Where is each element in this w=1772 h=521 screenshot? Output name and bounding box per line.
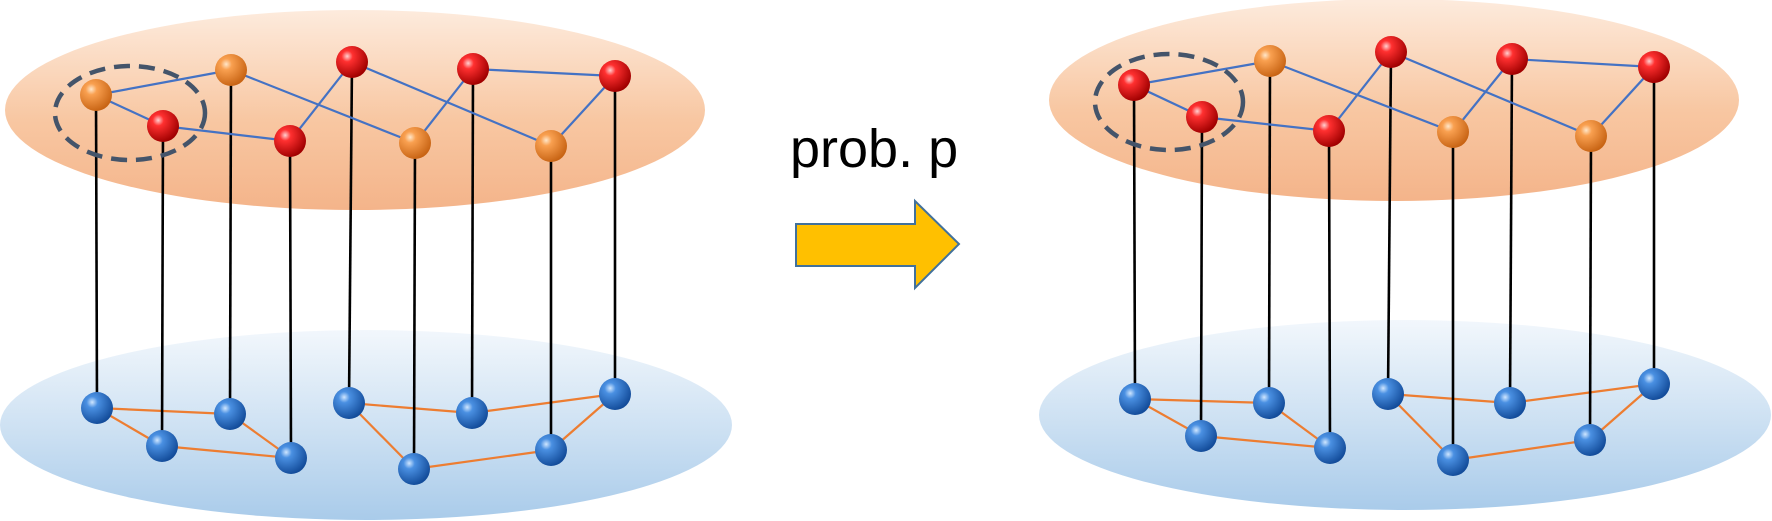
upper-node-orange bbox=[399, 127, 431, 159]
lower-node bbox=[214, 398, 246, 430]
lower-node bbox=[81, 392, 113, 424]
upper-layer-edge bbox=[1390, 50, 1592, 138]
lower-layer-edge bbox=[348, 401, 473, 415]
interlayer-edge bbox=[1199, 116, 1204, 437]
upper-node-red bbox=[1638, 51, 1670, 83]
lower-layer-plane bbox=[1039, 320, 1771, 510]
lower-layer-edge bbox=[96, 406, 231, 416]
lower-layer-edge bbox=[161, 444, 292, 460]
interlayer-edge bbox=[94, 94, 99, 409]
lower-layer-edge bbox=[1452, 438, 1591, 462]
lower-layer-edge bbox=[1387, 392, 1511, 405]
upper-node-orange bbox=[535, 130, 567, 162]
upper-node-orange bbox=[1575, 120, 1607, 152]
transition-arrow bbox=[795, 198, 961, 291]
lower-layer-edge bbox=[471, 392, 616, 415]
interlayer-edge bbox=[412, 142, 417, 470]
lower-node bbox=[333, 387, 365, 419]
upper-node-red bbox=[1186, 101, 1218, 133]
lower-node bbox=[146, 430, 178, 462]
lower-node bbox=[1119, 383, 1151, 415]
lower-node bbox=[1185, 420, 1217, 452]
panel-before bbox=[0, 10, 732, 520]
lower-node bbox=[1314, 432, 1346, 464]
upper-layer-edge bbox=[351, 60, 552, 148]
upper-layer-edge bbox=[1328, 51, 1392, 132]
lower-layer-edge bbox=[1509, 382, 1655, 405]
upper-node-red bbox=[1375, 36, 1407, 68]
upper-node-red bbox=[1496, 43, 1528, 75]
lower-node bbox=[1253, 387, 1285, 419]
interlayer-edge bbox=[1386, 51, 1393, 395]
lower-node bbox=[1437, 444, 1469, 476]
upper-layer-edge bbox=[472, 67, 616, 78]
upper-layer-edge bbox=[289, 61, 353, 142]
transition-label: prob. p bbox=[790, 119, 959, 179]
lower-layer-edge bbox=[1200, 434, 1331, 450]
selection-ring bbox=[52, 63, 208, 163]
upper-layer-edge bbox=[1201, 115, 1330, 133]
upper-layer-plane bbox=[1049, 0, 1739, 201]
upper-node-red bbox=[1118, 69, 1150, 101]
upper-node-red bbox=[336, 46, 368, 78]
lower-node bbox=[1574, 424, 1606, 456]
lower-node bbox=[275, 442, 307, 474]
interlayer-edge bbox=[1588, 135, 1593, 441]
lower-layer-plane bbox=[0, 330, 732, 520]
interlayer-edge bbox=[1508, 58, 1514, 404]
interlayer-edge bbox=[1327, 130, 1332, 449]
upper-layer-edge bbox=[162, 124, 291, 143]
upper-node-red bbox=[599, 60, 631, 92]
upper-layer-plane bbox=[5, 10, 705, 210]
lower-layer-edge bbox=[413, 448, 552, 471]
interlayer-edge bbox=[228, 69, 233, 415]
upper-layer-edge bbox=[1269, 59, 1454, 134]
upper-node-orange bbox=[215, 54, 247, 86]
interlayer-edge bbox=[1132, 84, 1137, 400]
lower-node bbox=[456, 397, 488, 429]
upper-node-red bbox=[1313, 115, 1345, 147]
lower-node bbox=[535, 434, 567, 466]
lower-node bbox=[1372, 378, 1404, 410]
upper-layer-edge bbox=[1511, 57, 1655, 69]
lower-node bbox=[599, 378, 631, 410]
upper-node-red bbox=[274, 125, 306, 157]
upper-node-orange bbox=[80, 79, 112, 111]
upper-node-red bbox=[457, 53, 489, 85]
interlayer-edge bbox=[160, 125, 165, 447]
selection-ring bbox=[1092, 51, 1246, 153]
upper-layer-edge bbox=[95, 68, 232, 97]
interlayer-edge bbox=[288, 140, 293, 459]
lower-node bbox=[1494, 387, 1526, 419]
panel-after bbox=[1039, 0, 1771, 510]
interlayer-edge bbox=[470, 68, 475, 414]
lower-node bbox=[1638, 368, 1670, 400]
interlayer-edge bbox=[1267, 60, 1272, 404]
upper-node-orange bbox=[1254, 45, 1286, 77]
upper-layer-edge bbox=[230, 68, 416, 145]
upper-layer-edge bbox=[1133, 59, 1271, 87]
upper-node-orange bbox=[1437, 116, 1469, 148]
lower-node bbox=[398, 453, 430, 485]
upper-node-red bbox=[147, 110, 179, 142]
